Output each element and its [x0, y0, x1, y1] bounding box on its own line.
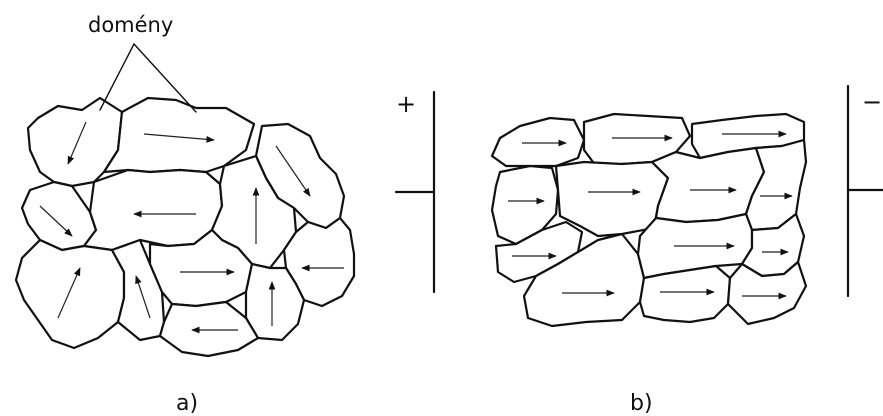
field-plate-right: [848, 86, 883, 296]
panel-b-domains: [492, 114, 806, 326]
domain-cell: [16, 240, 124, 348]
plus-sign: +: [396, 90, 416, 118]
domains-label: domény: [88, 13, 173, 37]
domain-cell: [492, 118, 584, 166]
panel-a-domains: [16, 44, 354, 356]
domain-cell: [22, 182, 96, 250]
panel-b-label: b): [630, 391, 653, 416]
panel-a-label: a): [176, 391, 198, 416]
domain-cell: [104, 98, 254, 172]
minus-sign: −: [862, 88, 882, 116]
field-plate-middle: [396, 92, 434, 292]
domain-cell: [28, 98, 122, 186]
domain-cell: [160, 302, 258, 356]
